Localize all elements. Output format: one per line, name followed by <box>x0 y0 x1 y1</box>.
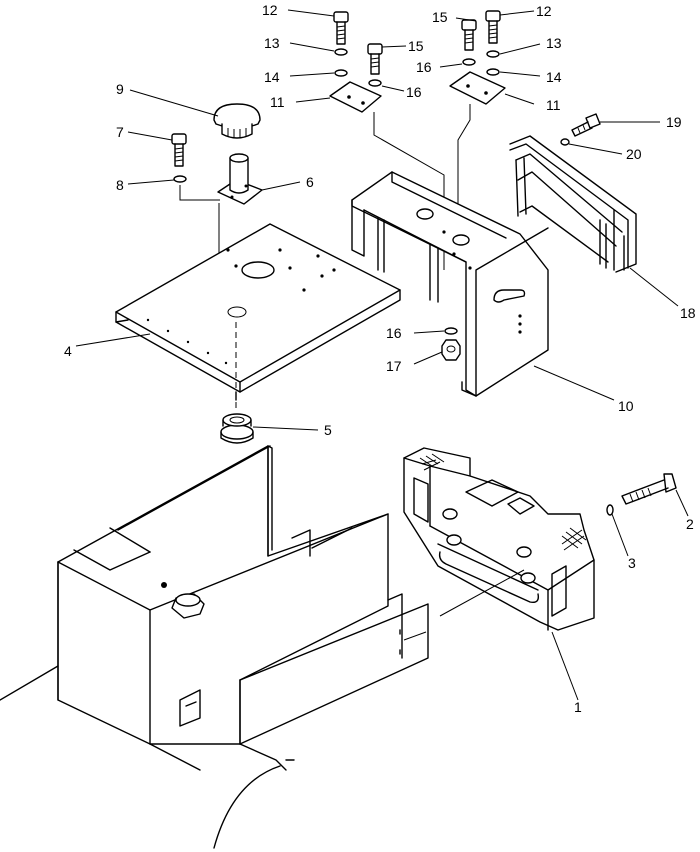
callout-12-right: 12 <box>536 3 552 19</box>
callout-6: 6 <box>306 174 314 190</box>
bolt-12-right <box>485 10 501 44</box>
callout-11-right: 11 <box>546 97 561 113</box>
frame-bracket-10 <box>351 171 549 397</box>
floor-plate-4 <box>115 223 401 401</box>
callout-labels: 12 13 14 11 15 16 15 12 16 13 14 11 9 7 … <box>64 2 696 715</box>
callout-12-left: 12 <box>262 2 278 18</box>
callout-15-right: 15 <box>432 9 448 25</box>
counterweight-link <box>403 631 427 641</box>
bolt-15-right <box>461 19 477 51</box>
fuel-tank <box>0 445 429 849</box>
seal-5 <box>220 413 254 444</box>
callout-5: 5 <box>324 422 332 438</box>
washer-20 <box>560 138 570 146</box>
washer-13-left <box>334 48 348 56</box>
callout-10: 10 <box>618 398 634 414</box>
bolt-7 <box>171 133 187 167</box>
callout-13-right: 13 <box>546 35 562 51</box>
washer-13-right <box>486 50 500 58</box>
bolt-12-left <box>333 11 349 45</box>
pipe-6 <box>217 153 263 205</box>
washer-14-left <box>334 69 348 77</box>
callout-16-lower: 16 <box>386 325 402 341</box>
plate-right-attach-line <box>457 104 471 230</box>
cap-9 <box>213 103 261 139</box>
washer-14-right <box>486 68 500 76</box>
plate-11-right <box>449 71 506 105</box>
washer-8 <box>173 175 187 183</box>
callout-16-center: 16 <box>406 84 422 100</box>
callout-20: 20 <box>626 146 642 162</box>
bolt-2 <box>621 473 677 505</box>
counterweight-1 <box>403 447 595 631</box>
callout-3: 3 <box>628 555 636 571</box>
leader-lines <box>75 9 689 701</box>
washer-3 <box>606 504 614 516</box>
washer-16-lower <box>444 327 458 335</box>
callout-14-right: 14 <box>546 69 562 85</box>
bolt-19 <box>571 113 601 137</box>
callout-4: 4 <box>64 343 72 359</box>
callout-9: 9 <box>116 81 124 97</box>
callout-2: 2 <box>686 516 694 532</box>
bolt-7-line <box>179 185 220 201</box>
callout-1: 1 <box>574 699 582 715</box>
plate-11-left <box>329 81 382 113</box>
callout-13-left: 13 <box>264 35 280 51</box>
callout-11-left: 11 <box>270 94 285 110</box>
counterweight-bolt-line <box>439 569 525 617</box>
washer-16-right <box>462 58 476 66</box>
washer-16-center <box>368 79 382 87</box>
bolt-15-center <box>367 43 383 75</box>
handrail-18 <box>509 135 637 273</box>
callout-16-right: 16 <box>416 59 432 75</box>
callout-15-center: 15 <box>408 38 424 54</box>
callout-18: 18 <box>680 305 696 321</box>
callout-7: 7 <box>116 124 124 140</box>
callout-8: 8 <box>116 177 124 193</box>
callout-17: 17 <box>386 358 402 374</box>
callout-19: 19 <box>666 114 682 130</box>
callout-14-left: 14 <box>264 69 280 85</box>
nut-17 <box>441 339 461 361</box>
